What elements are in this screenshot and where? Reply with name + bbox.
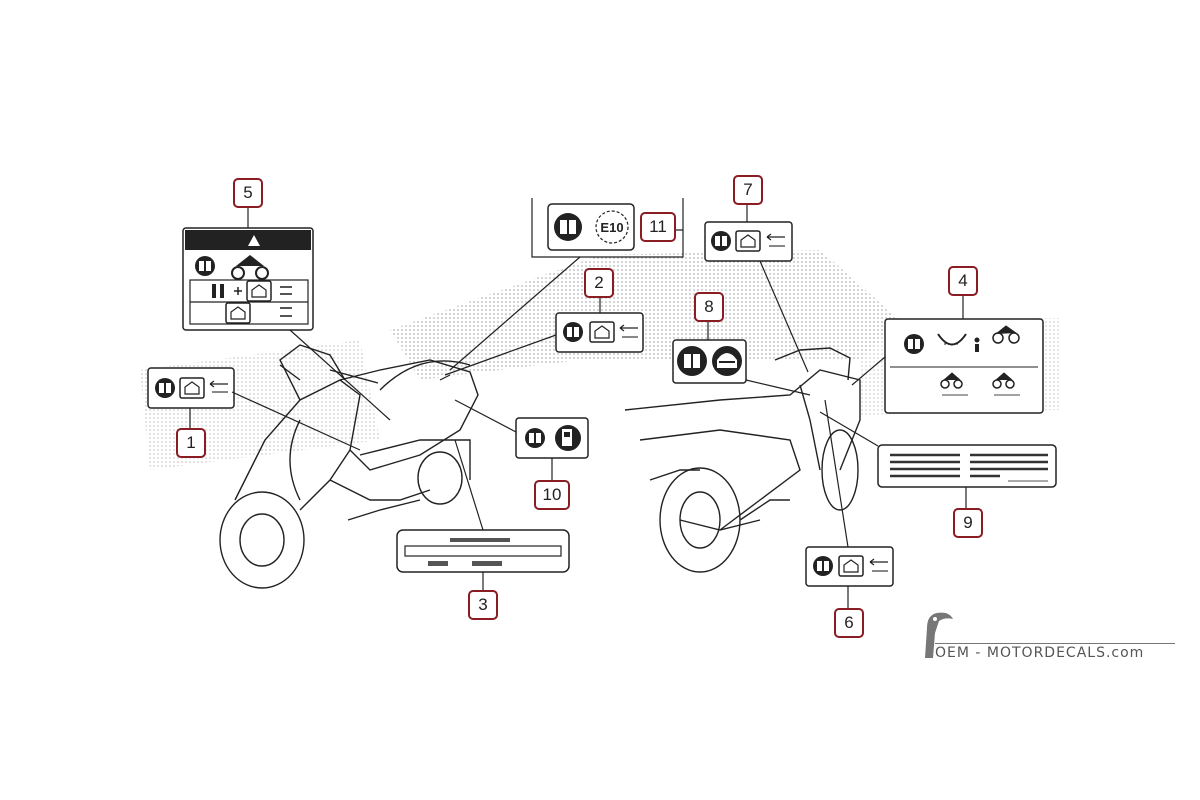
toucan-logo-icon	[925, 612, 953, 658]
callout-7: 7	[733, 175, 763, 205]
decal-label-7	[704, 221, 793, 262]
e10-fuel-text: E10	[600, 220, 623, 235]
callout-8: 8	[694, 292, 724, 322]
decal-label-2	[555, 312, 644, 353]
callout-11: 11	[640, 212, 676, 242]
decal-label-10	[515, 417, 589, 459]
decal-label-11: E10	[531, 198, 684, 258]
scooter-rear-view	[624, 347, 861, 573]
leader-lines	[189, 201, 967, 608]
decal-label-1	[147, 367, 235, 409]
decal-label-5	[182, 227, 314, 331]
callout-1: 1	[176, 428, 206, 458]
decal-label-8	[672, 339, 747, 384]
decal-label-3	[396, 529, 570, 573]
watermark-text: OEM - MOTORDECALS.com	[935, 645, 1145, 661]
callout-5: 5	[233, 178, 263, 208]
decal-label-4	[884, 318, 1044, 414]
callout-4: 4	[948, 266, 978, 296]
callout-10: 10	[534, 480, 570, 510]
watermark-rule	[935, 643, 1175, 644]
callout-2: 2	[584, 268, 614, 298]
decal-label-6	[805, 546, 894, 587]
callout-9: 9	[953, 508, 983, 538]
decal-label-9	[877, 444, 1057, 488]
callout-3: 3	[468, 590, 498, 620]
callout-6: 6	[834, 608, 864, 638]
